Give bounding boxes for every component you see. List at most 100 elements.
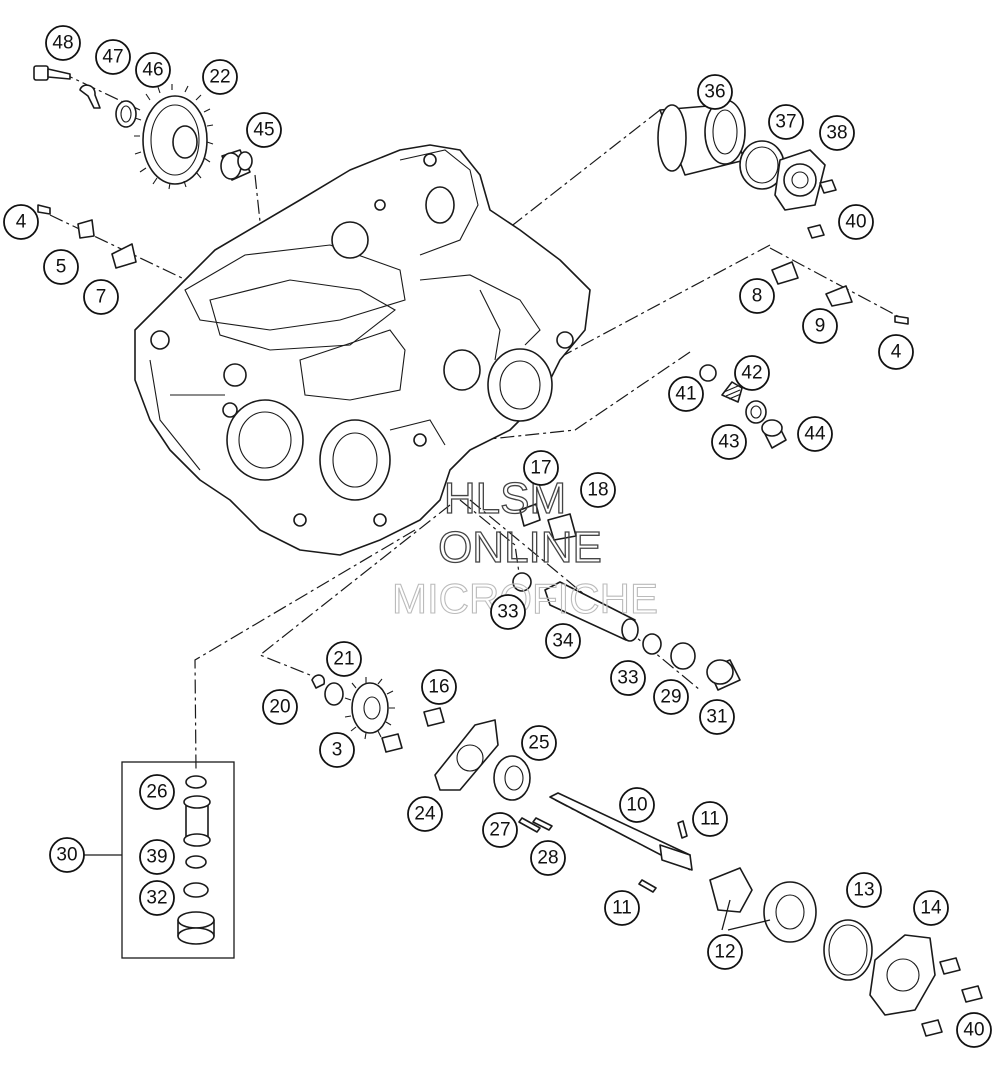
svg-text:12: 12 (714, 942, 735, 963)
plate-5 (77, 219, 95, 239)
svg-text:4: 4 (16, 212, 27, 233)
callout-4-left: 4 (3, 204, 39, 240)
gear-22 (134, 84, 214, 190)
watermark: HLSM ONLINE MICROFICHE (391, 473, 658, 622)
callout-41: 41 (668, 376, 704, 412)
callout-8: 8 (739, 278, 775, 314)
bolt-40-b (807, 224, 825, 239)
plug-30-part (177, 911, 215, 945)
callouts: 48 47 46 22 45 4 5 7 36 37 38 40 8 9 4 4… (3, 25, 992, 1048)
bolt-48 (33, 65, 71, 81)
callout-22: 22 (202, 59, 238, 95)
callout-20: 20 (262, 689, 298, 725)
callout-connectors (721, 899, 771, 931)
callout-17: 17 (523, 450, 559, 486)
oil-filter-36 (657, 99, 746, 176)
svg-text:41: 41 (675, 384, 696, 405)
pump-cover-14 (869, 934, 936, 1016)
rotor-25 (493, 755, 531, 801)
svg-text:37: 37 (775, 112, 796, 133)
callout-16: 16 (421, 669, 457, 705)
svg-text:17: 17 (530, 458, 551, 479)
svg-text:8: 8 (752, 286, 763, 307)
svg-text:22: 22 (209, 67, 230, 88)
svg-text:16: 16 (428, 677, 449, 698)
shaft-34 (544, 581, 639, 642)
svg-text:38: 38 (826, 123, 847, 144)
callout-9: 9 (802, 308, 838, 344)
callout-7: 7 (83, 279, 119, 315)
engine-case (134, 144, 591, 556)
screw-4-right (894, 315, 909, 325)
svg-text:28: 28 (537, 848, 558, 869)
screw-4-left (37, 204, 51, 215)
callout-33-upper: 33 (490, 594, 526, 630)
callout-31: 31 (699, 699, 735, 735)
o-ring-32 (183, 882, 209, 898)
pin-27 (518, 817, 541, 833)
plug-31 (706, 659, 741, 691)
washer-46 (115, 100, 137, 128)
clip-20 (311, 674, 326, 689)
callout-47: 47 (95, 39, 131, 75)
o-ring-13 (823, 919, 873, 981)
svg-text:36: 36 (704, 82, 725, 103)
svg-text:34: 34 (552, 631, 574, 652)
svg-text:47: 47 (102, 47, 123, 68)
svg-text:3: 3 (332, 740, 343, 761)
svg-text:9: 9 (815, 316, 826, 337)
plug-44 (761, 419, 787, 449)
svg-text:21: 21 (333, 649, 354, 670)
callout-26: 26 (139, 774, 175, 810)
svg-text:10: 10 (626, 795, 647, 816)
callout-29: 29 (653, 679, 689, 715)
callout-28: 28 (530, 840, 566, 876)
pin-11-b (638, 879, 657, 893)
bolt-40-a (819, 179, 837, 194)
svg-text:11: 11 (700, 809, 720, 830)
callout-11-upper: 11 (692, 801, 728, 837)
callout-4-right: 4 (878, 334, 914, 370)
svg-text:31: 31 (706, 707, 727, 728)
svg-text:11: 11 (612, 898, 632, 919)
plate-7 (111, 243, 137, 269)
parts (33, 65, 983, 1037)
callout-34: 34 (545, 623, 581, 659)
bolt-40-e (921, 1019, 943, 1037)
callout-27: 27 (482, 812, 518, 848)
callout-43: 43 (711, 424, 747, 460)
svg-text:33: 33 (497, 602, 518, 623)
kit-box-30 (82, 761, 235, 959)
svg-text:26: 26 (146, 782, 167, 803)
callout-48: 48 (45, 25, 81, 61)
sleeve-45 (220, 149, 253, 181)
callout-33-lower: 33 (610, 660, 646, 696)
svg-text:30: 30 (56, 845, 77, 866)
svg-text:40: 40 (845, 212, 866, 233)
svg-text:5: 5 (56, 257, 67, 278)
plate-9 (825, 285, 853, 307)
callout-21: 21 (326, 641, 362, 677)
callout-42: 42 (734, 355, 770, 391)
pin-11-a (677, 820, 688, 839)
plate-8 (771, 261, 799, 285)
clip-47 (79, 84, 101, 109)
watermark-line2: ONLINE (438, 523, 602, 572)
callout-3: 3 (319, 732, 355, 768)
washer-43 (745, 400, 767, 424)
gear-3 (344, 677, 395, 740)
callout-5: 5 (43, 249, 79, 285)
callout-37: 37 (768, 104, 804, 140)
o-ring-26 (185, 775, 207, 789)
callout-36: 36 (697, 74, 733, 110)
svg-text:29: 29 (660, 687, 681, 708)
callout-45: 45 (246, 112, 282, 148)
svg-text:42: 42 (741, 363, 762, 384)
svg-text:13: 13 (853, 880, 874, 901)
washer-21 (324, 682, 344, 706)
svg-text:33: 33 (617, 668, 638, 689)
callout-13: 13 (846, 872, 882, 908)
callout-44: 44 (797, 416, 833, 452)
o-ring-33-lower (642, 633, 662, 655)
svg-text:48: 48 (52, 33, 73, 54)
